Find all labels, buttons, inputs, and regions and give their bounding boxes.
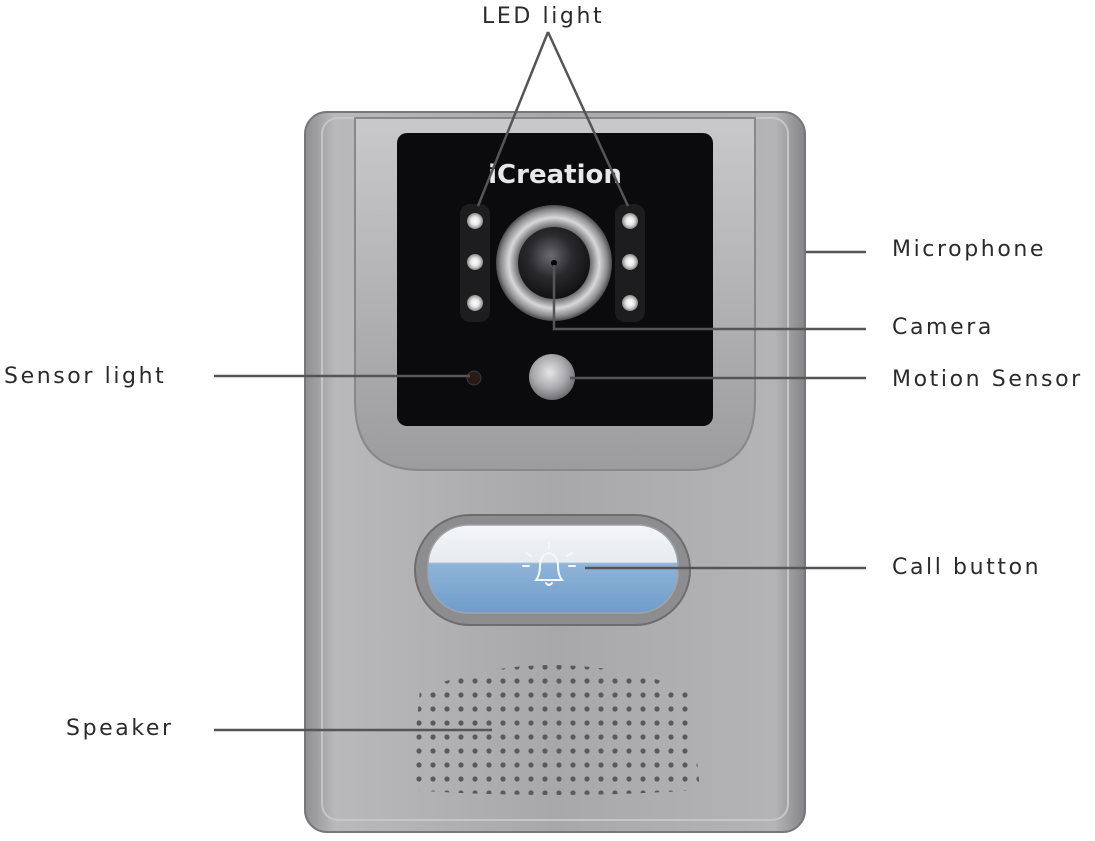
motion-sensor-icon <box>529 354 575 400</box>
label-motion-sensor: Motion Sensor <box>892 367 1083 392</box>
label-call-button: Call button <box>892 555 1042 580</box>
led-icon <box>467 295 483 311</box>
brand-logo: iCreation <box>488 160 622 190</box>
sensor-light-icon <box>466 370 482 386</box>
led-icon <box>622 295 638 311</box>
camera-lens-icon <box>496 205 612 321</box>
label-sensor-light: Sensor light <box>4 364 167 389</box>
leader-lines <box>214 31 866 732</box>
call-button[interactable] <box>414 514 691 626</box>
led-array-right <box>615 204 645 322</box>
led-icon <box>622 213 638 229</box>
led-icon <box>467 254 483 270</box>
label-speaker: Speaker <box>66 716 174 741</box>
led-icon <box>467 213 483 229</box>
label-camera: Camera <box>892 315 994 340</box>
label-led-light: LED light <box>482 4 605 29</box>
led-icon <box>622 254 638 270</box>
bell-icon <box>522 542 576 586</box>
led-array-left <box>460 204 490 322</box>
label-microphone: Microphone <box>892 237 1047 262</box>
